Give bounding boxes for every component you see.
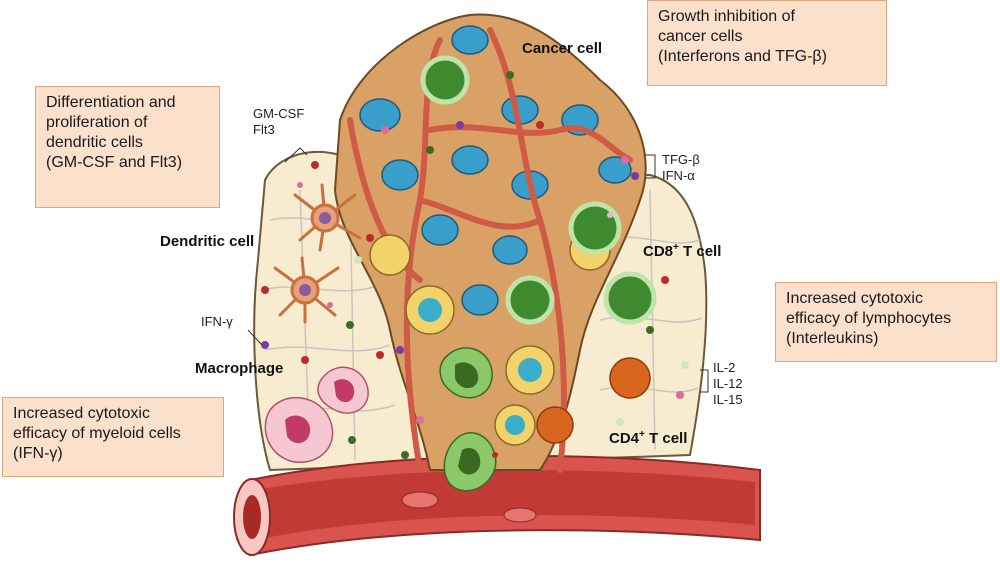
- label-cd4-t-cell: CD4+ T cell: [609, 429, 687, 447]
- macrophages: [264, 366, 369, 463]
- cancer-cell-nuclei: [359, 25, 632, 316]
- cd4-prefix: CD4: [609, 430, 640, 447]
- label-gmcsf-flt3: GM-CSF Flt3: [253, 106, 305, 137]
- label-dendritic-cell: Dendritic cell: [160, 233, 255, 250]
- label-ifn-gamma: IFN-γ: [201, 314, 233, 329]
- cytokine-particles: [261, 71, 689, 459]
- label-interleukins: IL-2 IL-12 IL-15: [713, 360, 743, 407]
- label-cancer-cell: Cancer cell: [522, 40, 603, 57]
- label-tgf-ifn-alpha: TFG-β IFN-α: [662, 152, 700, 183]
- cd8-sup: +: [673, 242, 679, 253]
- callout-dendritic-differentiation: Differentiation and proliferation of den…: [35, 86, 220, 208]
- cd8-suffix: T cell: [678, 243, 722, 260]
- callout-myeloid-efficacy: Increased cytotoxic efficacy of myeloid …: [2, 397, 224, 477]
- cd8-t-cells: [420, 55, 657, 325]
- cd4-t-cells: [536, 357, 651, 444]
- dendritic-cells: [273, 183, 362, 324]
- t-cells-yellow: [369, 229, 611, 446]
- blood-vessel: [233, 455, 761, 557]
- callout-growth-inhibition: Growth inhibition of cancer cells (Inter…: [647, 0, 887, 86]
- cd8-prefix: CD8: [643, 243, 674, 260]
- label-cd8-t-cell: CD8+ T cell: [643, 242, 721, 260]
- cd4-suffix: T cell: [644, 430, 688, 447]
- callout-lymphocyte-efficacy: Increased cytotoxic efficacy of lymphocy…: [775, 282, 997, 362]
- pointer-lines: [247, 147, 709, 393]
- cd4-sup: +: [639, 429, 645, 440]
- label-macrophage: Macrophage: [195, 360, 284, 377]
- myeloid-cell-green: [439, 347, 497, 492]
